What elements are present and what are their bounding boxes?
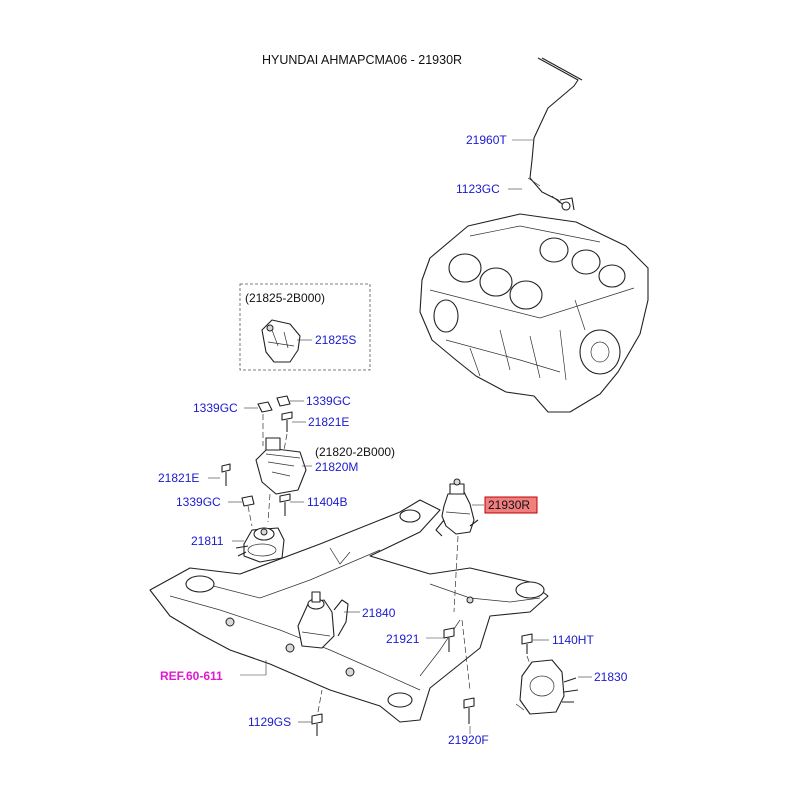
label-21960T[interactable]: 21960T <box>466 133 507 147</box>
bolt-1140ht <box>521 633 533 654</box>
nut-1339gc-top-left <box>257 401 273 413</box>
nut-1339gc-lower <box>241 495 255 507</box>
label-21920F[interactable]: 21920F <box>448 733 489 747</box>
label-option-21820: (21820-2B000) <box>315 445 395 459</box>
label-1129GS[interactable]: 1129GS <box>248 715 291 729</box>
label-21921[interactable]: 21921 <box>386 632 420 646</box>
label-ref-60-611[interactable]: REF.60-611 <box>160 669 223 683</box>
bolt-21921 <box>443 627 455 652</box>
label-21840[interactable]: 21840 <box>362 606 396 620</box>
label-1339GC-a[interactable]: 1339GC <box>193 401 238 415</box>
bracket-21825S <box>261 319 301 363</box>
label-21830[interactable]: 21830 <box>594 670 628 684</box>
engine-mount-21930R <box>435 478 479 537</box>
label-11404B[interactable]: 11404B <box>307 495 347 509</box>
label-21820M[interactable]: 21820M <box>315 460 358 474</box>
label-21811[interactable]: 21811 <box>191 534 224 548</box>
bolt-1129gs <box>311 713 323 736</box>
engine-block <box>419 213 649 413</box>
label-option-21825: (21825-2B000) <box>245 291 325 305</box>
transmission-mount-21840 <box>297 591 349 649</box>
nut-1339gc-top-right <box>276 395 291 407</box>
label-21821E-a[interactable]: 21821E <box>308 415 349 429</box>
bolt-21920f <box>463 697 475 724</box>
label-21825S[interactable]: 21825S <box>315 333 356 347</box>
label-1339GC-b[interactable]: 1339GC <box>306 394 351 408</box>
engine-mount-21811 <box>235 527 285 563</box>
highlight-box-21930R <box>484 496 538 514</box>
label-1123GC[interactable]: 1123GC <box>456 182 500 196</box>
dipstick-tube <box>527 57 583 211</box>
bolt-21821e-left <box>221 463 231 486</box>
label-21821E-b[interactable]: 21821E <box>158 471 199 485</box>
label-1140HT[interactable]: 1140HT <box>552 633 594 647</box>
diagram-title: HYUNDAI AHMAPCMA06 - 21930R <box>262 53 462 67</box>
leader-lines <box>208 139 592 734</box>
engine-mount-bracket-21820M <box>255 437 307 495</box>
bolt-11404b <box>279 493 291 516</box>
label-1339GC-c[interactable]: 1339GC <box>176 495 221 509</box>
option-box-21825 <box>239 283 371 371</box>
label-21930R[interactable]: 21930R <box>488 498 530 512</box>
bolt-21821e-top <box>281 411 293 432</box>
engine-mount-21830 <box>515 659 579 715</box>
